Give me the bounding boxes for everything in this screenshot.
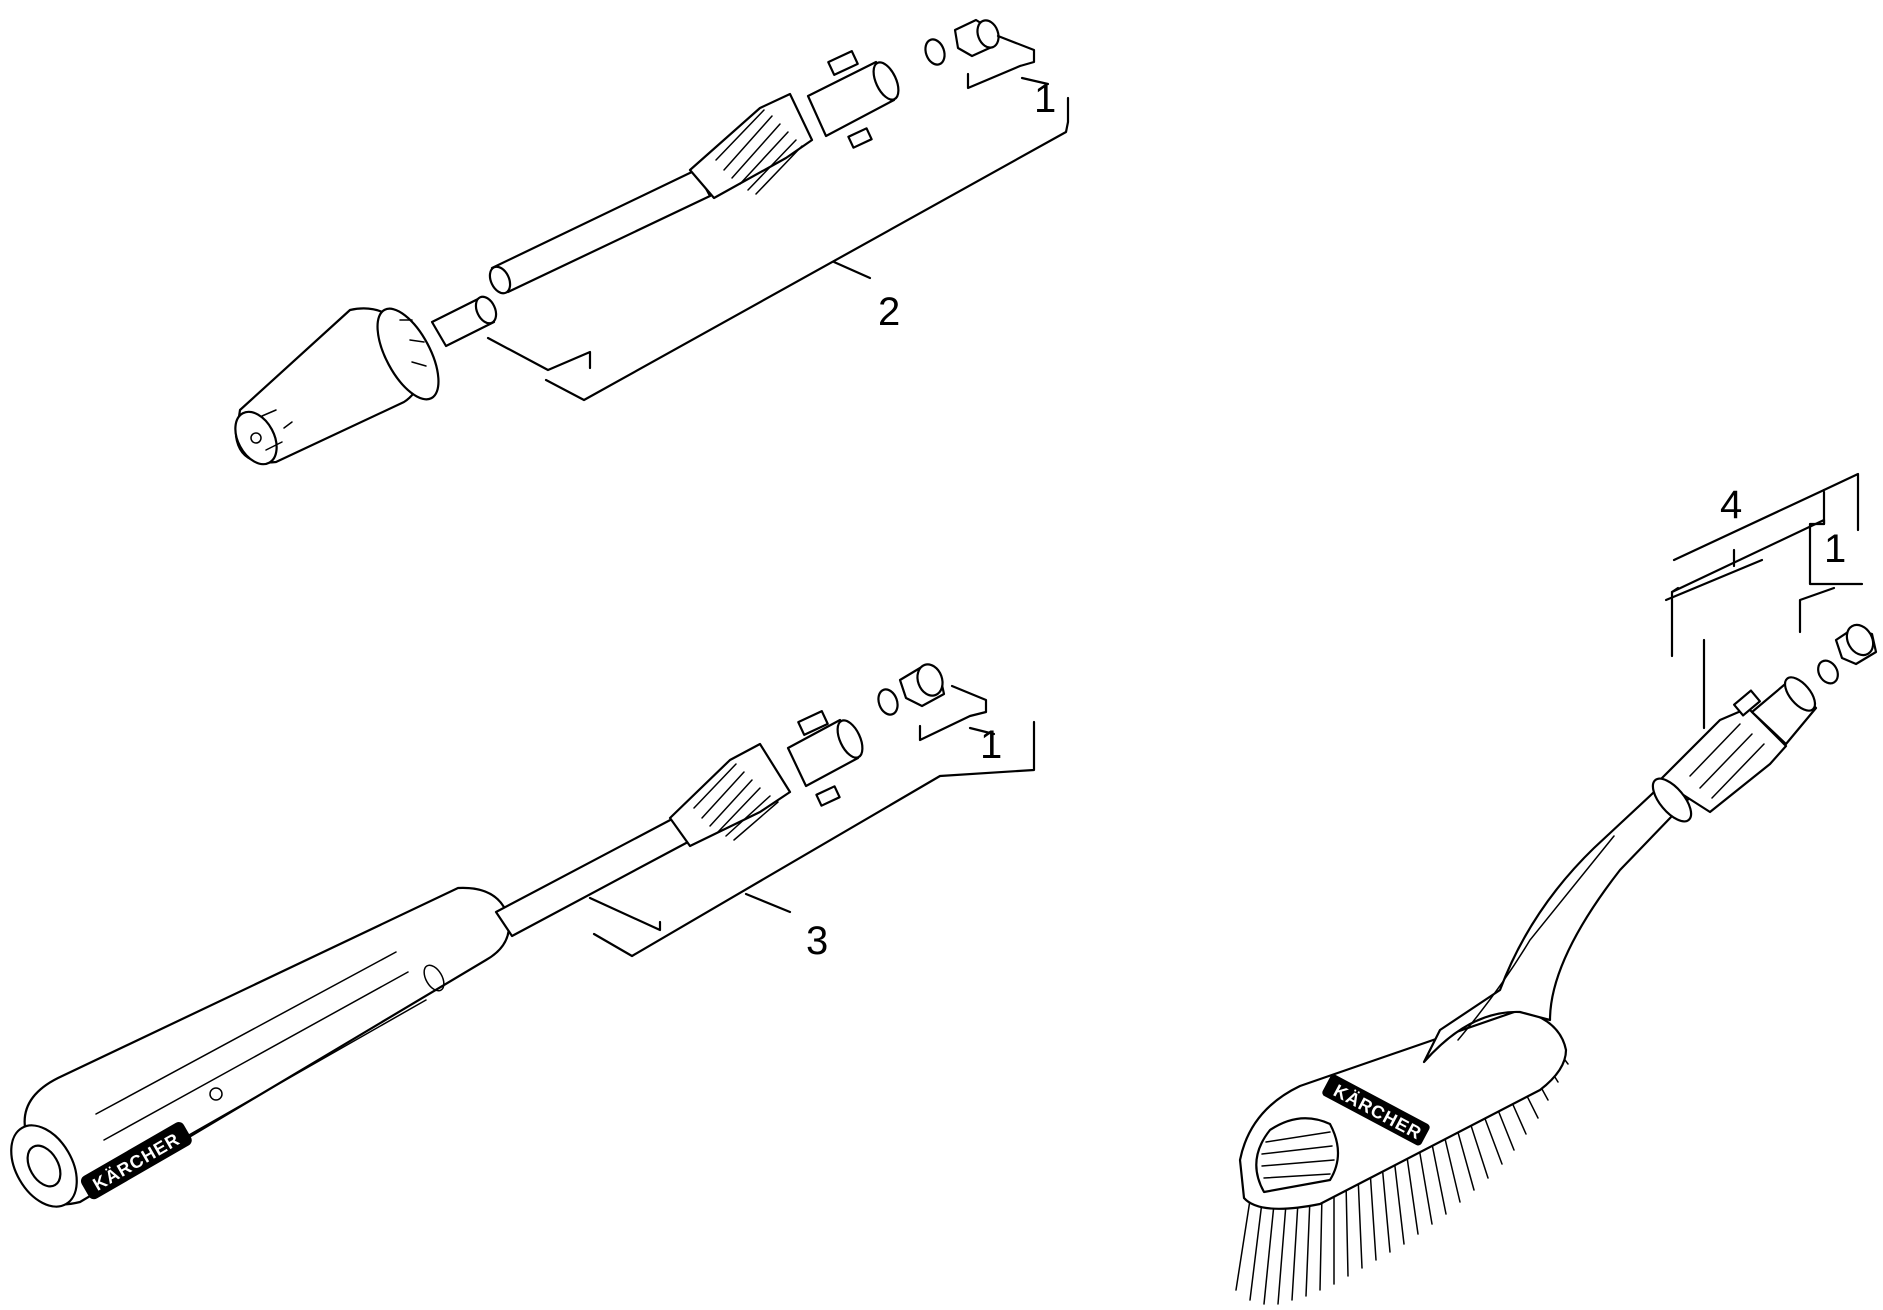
nozzle-nut-brush bbox=[1817, 623, 1878, 685]
callout-lance-top: 2 bbox=[878, 290, 900, 334]
lance-tube-mid bbox=[494, 816, 690, 938]
brush-neck bbox=[1422, 738, 1728, 1064]
nozzle-nut-top bbox=[924, 18, 1000, 66]
lance-tube-upper bbox=[490, 168, 712, 294]
wash-brush: KÄRCHER bbox=[1235, 676, 1818, 1305]
lance-grip-mid bbox=[668, 742, 792, 848]
leader-lines-brush bbox=[1664, 472, 1864, 730]
standard-lance: KÄRCHER bbox=[10, 710, 864, 1208]
callout-brush-nut: 1 bbox=[1824, 527, 1846, 571]
lance-handle bbox=[23, 886, 511, 1206]
callout-mid-nut: 1 bbox=[980, 723, 1002, 767]
brush-collar bbox=[1658, 706, 1788, 814]
callout-lance-mid: 3 bbox=[806, 919, 828, 963]
nozzle-nut-mid bbox=[877, 663, 946, 716]
callout-top-nut: 1 bbox=[1034, 77, 1056, 121]
dirt-blaster-lance bbox=[234, 50, 900, 466]
lance-grip bbox=[688, 92, 814, 200]
callout-brush-assembly: 4 bbox=[1720, 483, 1742, 527]
leader-lines-top bbox=[486, 34, 1070, 402]
leader-lines-mid bbox=[588, 684, 1036, 958]
